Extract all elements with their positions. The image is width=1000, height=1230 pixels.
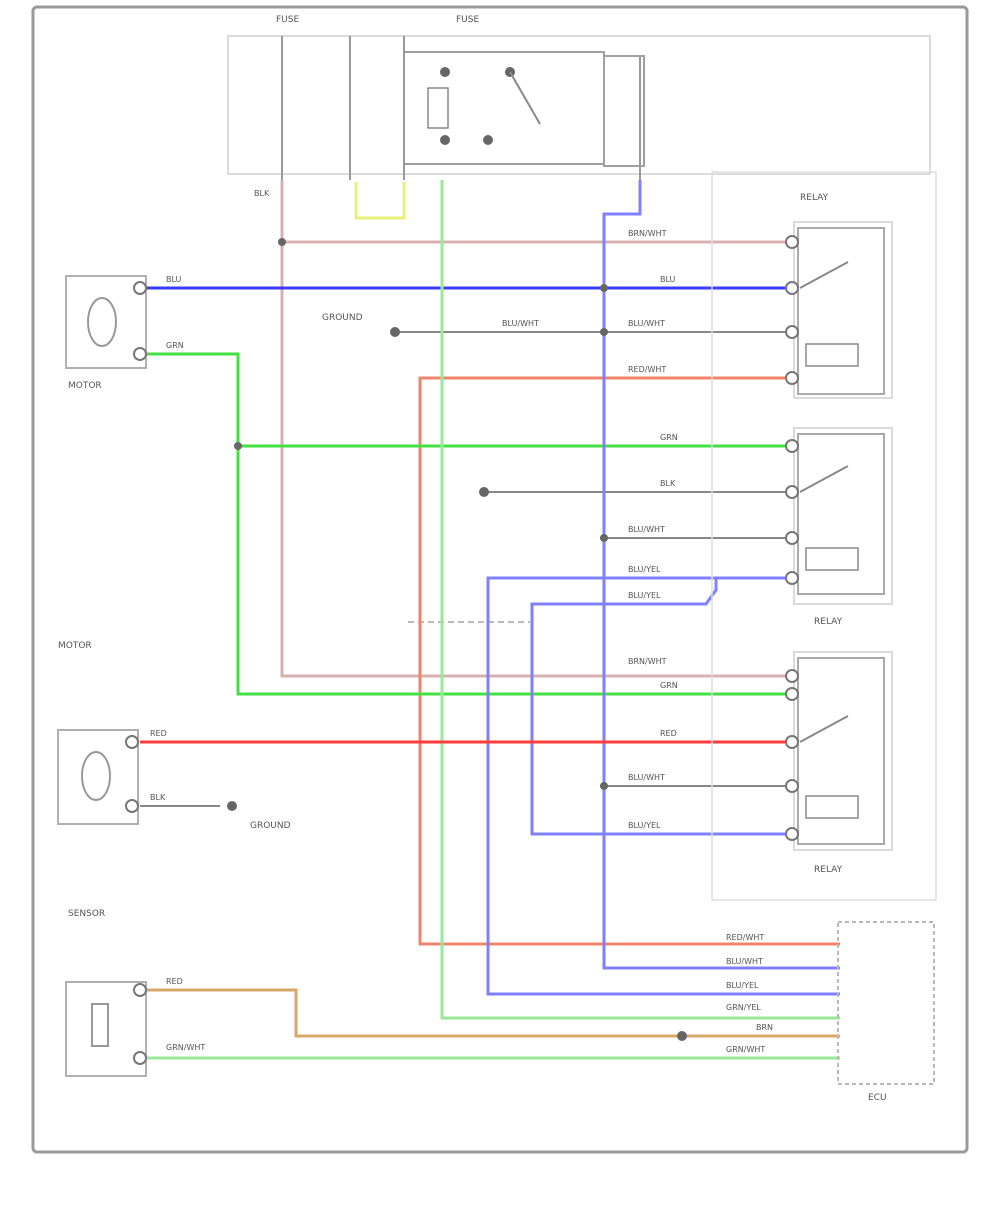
wire-label: GRN	[660, 433, 678, 442]
motor-2-title: MOTOR	[58, 641, 92, 651]
wire-label: BLU/WHT	[628, 525, 665, 534]
wire-yellow-link	[354, 182, 406, 220]
wire-label: BRN/WHT	[628, 229, 667, 238]
wire-lightgreen	[440, 180, 840, 1020]
relay-2: RELAY	[785, 427, 893, 627]
wire-pink-vertical	[280, 180, 716, 678]
relay-3: RELAY	[785, 651, 893, 875]
ecu-title: ECU	[868, 1093, 887, 1103]
wire-label: BLU/YEL	[628, 565, 661, 574]
wire-label: RED	[660, 729, 677, 738]
wire-label: RED	[166, 977, 183, 986]
motor-1: MOTOR	[65, 275, 147, 391]
wire-green-main	[140, 352, 790, 696]
relay-1: RELAY	[785, 193, 893, 399]
relay-3-title: RELAY	[814, 865, 843, 875]
wire-label: GRN	[660, 681, 678, 690]
wire-label: BRN	[756, 1023, 773, 1032]
wire-label: RED/WHT	[628, 365, 666, 374]
relay-2-title: RELAY	[814, 617, 843, 627]
wire-label: BLU/YEL	[726, 981, 759, 990]
wire-label: BRN/WHT	[628, 657, 667, 666]
fuse-block: FUSE FUSE	[227, 15, 931, 180]
sensor: SENSOR	[65, 909, 147, 1077]
wire-label: BLU	[166, 275, 182, 284]
diagram-frame	[31, 5, 969, 1154]
wire-label: BLK	[150, 793, 166, 802]
wire-label: GRN	[166, 341, 184, 350]
wire-tan	[140, 988, 840, 1038]
wire-violet-2	[486, 576, 840, 996]
ecu: ECU	[837, 921, 935, 1103]
wire-label: BLU/WHT	[628, 319, 665, 328]
wire-label: GRN/WHT	[166, 1043, 205, 1052]
wire-label: BLU/WHT	[628, 773, 665, 782]
wire-label: GRN/WHT	[726, 1045, 765, 1054]
wire-label: GRN/YEL	[726, 1003, 761, 1012]
fuse-top-right-label: FUSE	[456, 15, 479, 25]
ground-1-label: GROUND	[322, 313, 363, 323]
wire-label: BLK	[254, 189, 270, 198]
wire-violet-3	[530, 578, 790, 836]
sensor-title: SENSOR	[68, 909, 105, 919]
wire-label: RED	[150, 729, 167, 738]
relay-1-title: RELAY	[800, 193, 829, 203]
wire-label: RED/WHT	[726, 933, 764, 942]
ground-2-label: GROUND	[250, 821, 291, 831]
wire-label: BLK	[660, 479, 676, 488]
motor-1-title: MOTOR	[68, 381, 102, 391]
wire-label: BLU	[660, 275, 676, 284]
wire-label: BLU/YEL	[628, 821, 661, 830]
wire-violet-main	[602, 180, 840, 970]
wire-label: BLU/WHT	[502, 319, 539, 328]
fuse-top-left-label: FUSE	[276, 15, 299, 25]
wire-label: BLU/WHT	[726, 957, 763, 966]
wire-label: BLU/YEL	[628, 591, 661, 600]
motor-2: MOTOR	[57, 641, 139, 825]
relay-enclosure	[711, 171, 937, 901]
